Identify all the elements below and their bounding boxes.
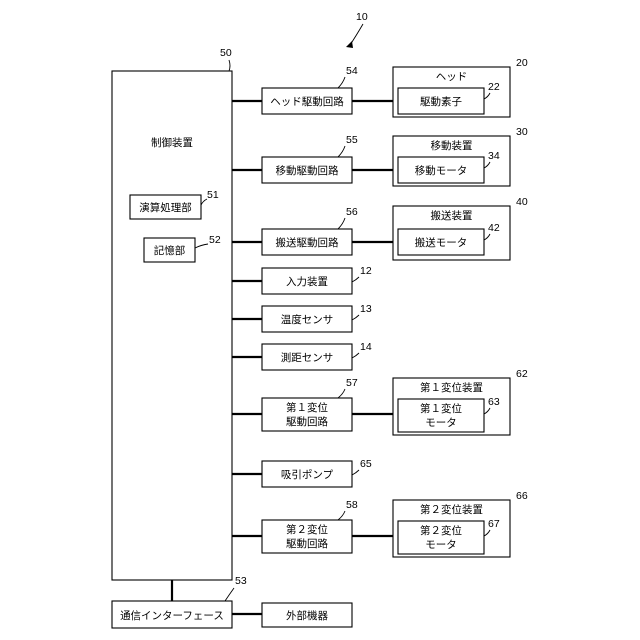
disp1-motor-line2: モータ (425, 417, 457, 429)
ref-disp2-drive: 58 (346, 499, 358, 511)
disp1-drive-line1: 第１変位 (286, 401, 328, 414)
move-motor-label: 移動モータ (415, 164, 468, 177)
temp-sensor-label: 温度センサ (281, 313, 334, 326)
disp1-motor-line1: 第１変位 (420, 402, 462, 415)
external-device-label: 外部機器 (286, 609, 328, 622)
ref-processing-unit: 51 (207, 189, 219, 201)
ref-comm-interface: 53 (235, 575, 247, 587)
memory-label: 記憶部 (154, 244, 186, 257)
transport-motor-label: 搬送モータ (415, 236, 468, 249)
head-drive-label: ヘッド駆動回路 (270, 95, 344, 108)
ref-memory: 52 (209, 234, 221, 246)
ref-transport-motor: 42 (488, 222, 500, 234)
ref-disp2-drive-leader (338, 511, 345, 520)
ref-disp2-motor: 67 (488, 518, 500, 530)
ref-disp1-motor: 63 (488, 396, 500, 408)
head-title: ヘッド (436, 71, 468, 83)
ref-figure-arrowhead (346, 41, 353, 48)
ref-distance-sensor: 14 (360, 341, 372, 353)
ref-suction-pump-leader (352, 470, 359, 475)
transport-device-title: 搬送装置 (431, 209, 473, 222)
disp1-device-title: 第１変位装置 (420, 381, 483, 394)
controller-title: 制御装置 (151, 136, 193, 149)
disp2-drive-line2: 駆動回路 (286, 537, 328, 550)
ref-move-motor: 34 (488, 150, 500, 162)
input-device-label: 入力装置 (286, 275, 328, 288)
ref-head-drive: 54 (346, 65, 358, 77)
move-drive-label: 移動駆動回路 (276, 164, 339, 177)
disp2-motor-line2: モータ (425, 539, 457, 551)
ref-move-device: 30 (516, 126, 528, 138)
ref-move-drive-leader (338, 146, 345, 157)
transport-drive-label: 搬送駆動回路 (276, 236, 339, 249)
processing-unit-label: 演算処理部 (139, 201, 192, 214)
ref-comm-interface-leader (225, 588, 234, 601)
disp2-motor-line1: 第２変位 (420, 524, 462, 537)
ref-drive-element: 22 (488, 81, 500, 93)
ref-input-device: 12 (360, 265, 372, 277)
ref-move-drive: 55 (346, 134, 358, 146)
ref-disp2-device: 66 (516, 490, 528, 502)
ref-suction-pump: 65 (360, 458, 372, 470)
ref-disp1-drive: 57 (346, 377, 358, 389)
distance-sensor-label: 測距センサ (281, 351, 334, 364)
ref-figure: 10 (356, 11, 368, 23)
disp1-drive-line2: 駆動回路 (286, 415, 328, 428)
disp2-device-title: 第２変位装置 (420, 503, 483, 516)
ref-head: 20 (516, 57, 528, 69)
ref-distance-sensor-leader (352, 353, 359, 358)
move-device-title: 移動装置 (431, 139, 473, 152)
ref-transport-drive: 56 (346, 206, 358, 218)
ref-temp-sensor-leader (352, 315, 359, 320)
suction-pump-label: 吸引ポンプ (281, 468, 334, 481)
ref-disp1-device: 62 (516, 368, 528, 380)
ref-controller-leader (229, 60, 230, 71)
ref-transport-drive-leader (338, 218, 345, 229)
ref-head-drive-leader (338, 77, 345, 88)
ref-temp-sensor: 13 (360, 303, 372, 315)
ref-input-device-leader (352, 277, 359, 282)
ref-disp1-drive-leader (338, 389, 345, 398)
drive-element-label: 駆動素子 (420, 95, 462, 108)
ref-transport-device: 40 (516, 196, 528, 208)
ref-controller: 50 (220, 47, 232, 59)
comm-interface-label: 通信インターフェース (120, 610, 224, 622)
disp2-drive-line1: 第２変位 (286, 523, 328, 536)
